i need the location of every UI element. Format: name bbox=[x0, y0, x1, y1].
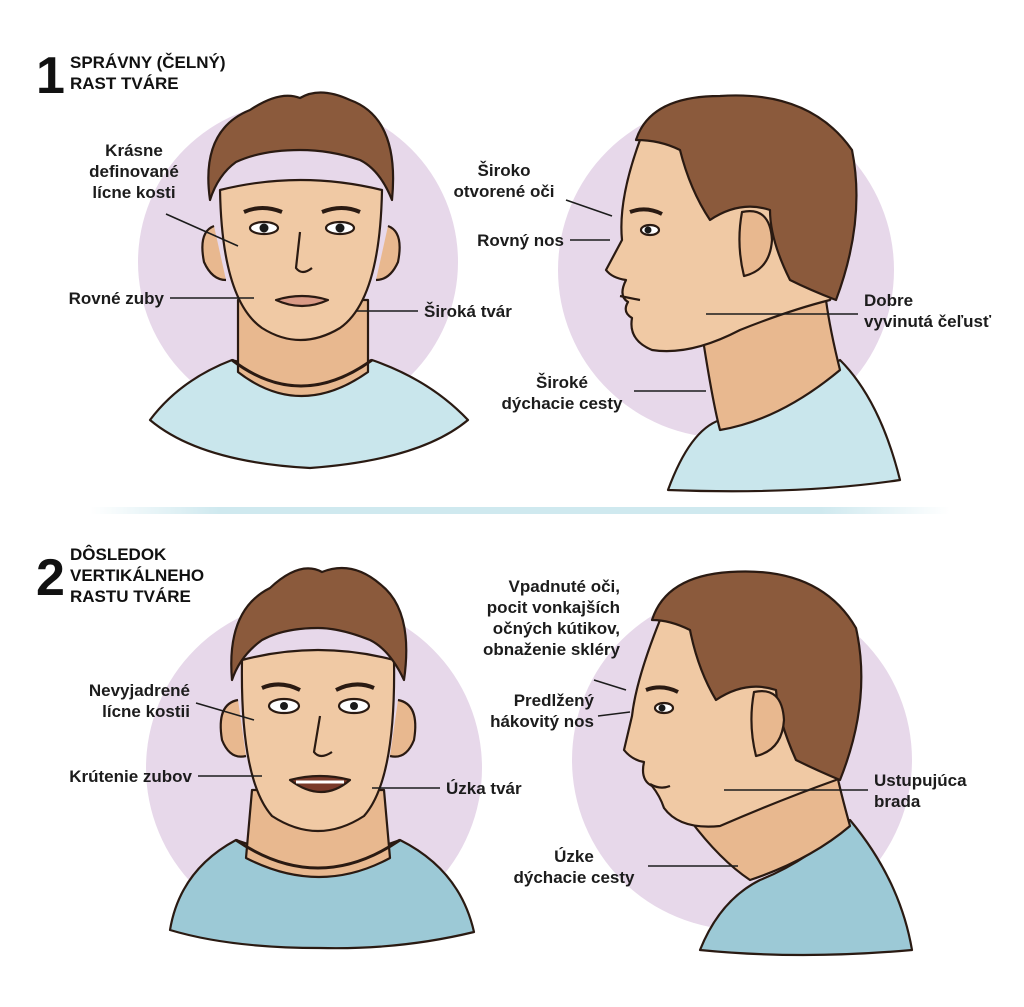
face-front-2 bbox=[168, 566, 476, 950]
brow-profile-1 bbox=[629, 207, 663, 216]
brow-profile-2 bbox=[645, 685, 679, 694]
shirt-front-2 bbox=[168, 838, 476, 950]
ear-right-front-2 bbox=[389, 698, 417, 758]
leader-eyes-2 bbox=[593, 679, 627, 691]
label-airway-1: Široké dýchacie cesty bbox=[501, 373, 623, 413]
nose-front-2 bbox=[312, 715, 333, 758]
mouth-front-1 bbox=[274, 294, 330, 308]
label-jaw-1: Dobre vyvinutá čeľusť bbox=[864, 291, 992, 331]
face-profile-2 bbox=[622, 570, 914, 957]
section-number-1: 1 bbox=[36, 47, 65, 105]
label-face-1: Široká tvár bbox=[424, 302, 512, 321]
brow-left-front-2 bbox=[261, 682, 301, 692]
section-number-2: 2 bbox=[36, 549, 65, 607]
brow-right-front-2 bbox=[335, 682, 375, 692]
leader-nose-2 bbox=[597, 711, 631, 717]
ear-right-front-1 bbox=[375, 224, 401, 282]
label-cheekbones-2: Nevyjadrené lícne kostii bbox=[88, 681, 190, 721]
mouth-profile-2 bbox=[649, 783, 671, 789]
label-face-2: Úzka tvár bbox=[446, 779, 522, 798]
leader-lines bbox=[165, 199, 868, 867]
head-front-2 bbox=[240, 648, 396, 832]
hair-front-1 bbox=[207, 91, 395, 202]
ear-profile-1 bbox=[738, 210, 774, 278]
ear-profile-2 bbox=[750, 690, 786, 758]
ear-left-front-2 bbox=[219, 698, 247, 758]
mouth-profile-1 bbox=[619, 294, 641, 302]
label-chin-2: Ustupujúca brada bbox=[874, 771, 967, 811]
mouth-front-2 bbox=[288, 774, 352, 793]
collar-front-1 bbox=[231, 358, 373, 388]
hair-front-2 bbox=[230, 566, 408, 682]
section-heading-1: SPRÁVNY (ČELNÝ) RAST TVÁRE bbox=[70, 53, 226, 93]
leader-cheekbones-2 bbox=[195, 702, 255, 721]
face-profile-1 bbox=[604, 94, 902, 493]
hair-profile-1 bbox=[634, 94, 858, 302]
label-airway-2: Úzke dýchacie cesty bbox=[513, 847, 635, 887]
label-eyes-1: Široko otvorené oči bbox=[453, 161, 555, 201]
shirt-front-1 bbox=[148, 358, 470, 470]
label-nose-1: Rovný nos bbox=[477, 231, 564, 250]
label-teeth-2: Krútenie zubov bbox=[69, 767, 192, 786]
shirt-profile-2 bbox=[698, 818, 914, 957]
leader-cheekbones-1 bbox=[165, 213, 239, 247]
brow-right-front-1 bbox=[321, 206, 361, 214]
collar-front-2 bbox=[235, 838, 401, 870]
section-divider bbox=[90, 507, 950, 514]
section-heading-2: DÔSLEDOK VERTIKÁLNEHO RASTU TVÁRE bbox=[70, 545, 205, 606]
neck-profile-2 bbox=[688, 768, 852, 882]
label-cheekbones-1: Krásne definované lícne kosti bbox=[89, 141, 179, 202]
label-nose-2: Predlžený hákovitý nos bbox=[490, 691, 594, 731]
brow-left-front-1 bbox=[243, 206, 283, 214]
nose-front-1 bbox=[294, 231, 313, 274]
shirt-profile-1 bbox=[666, 358, 902, 493]
label-teeth-1: Rovné zuby bbox=[68, 289, 164, 308]
label-eyes-2: Vpadnuté oči, pocit vonkajších očných kú… bbox=[482, 577, 620, 659]
face-front-1 bbox=[148, 91, 470, 470]
leader-eyes-1 bbox=[565, 199, 613, 217]
hair-profile-2 bbox=[650, 570, 863, 782]
